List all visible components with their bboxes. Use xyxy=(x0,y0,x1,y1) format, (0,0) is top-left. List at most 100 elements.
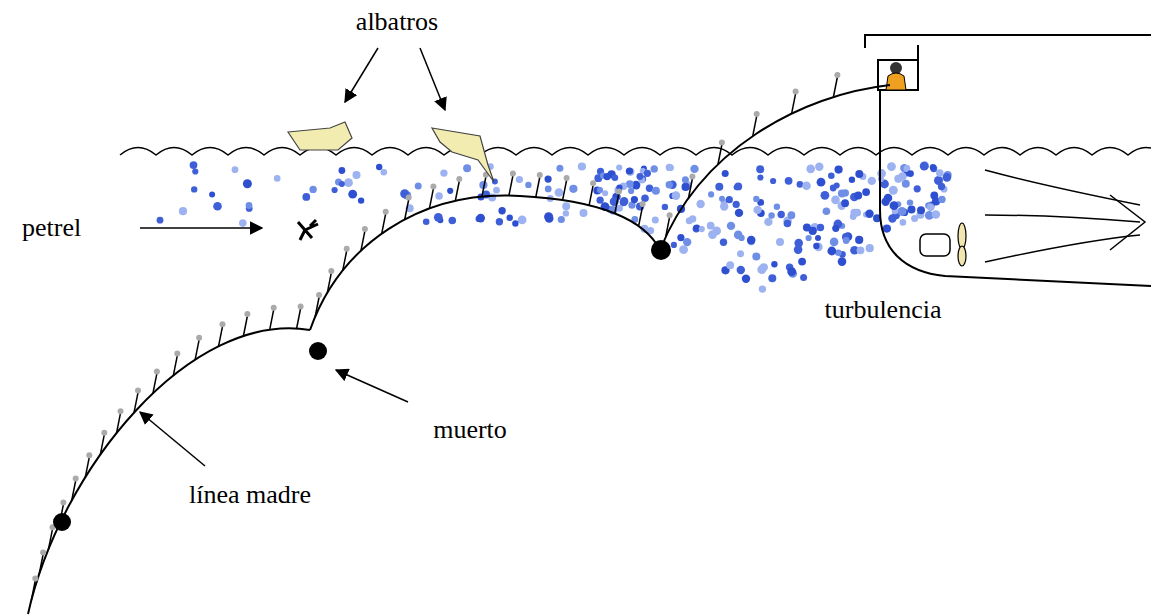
turbulence-dot xyxy=(239,219,247,227)
turbulence-dot xyxy=(770,178,776,184)
turbulence-dot xyxy=(498,207,505,214)
bait xyxy=(328,268,334,274)
turbulence-dot xyxy=(907,170,914,177)
bait xyxy=(316,292,322,298)
turbulence-dot xyxy=(644,170,651,177)
turbulence-dot xyxy=(719,196,725,202)
turbulence-dot xyxy=(192,168,198,174)
turbulence-dot xyxy=(798,258,806,266)
turbulence-dot xyxy=(555,188,564,197)
turbulence-dot xyxy=(889,186,898,195)
turbulence-dot xyxy=(813,243,819,249)
bait xyxy=(362,226,368,232)
turbulence-dot xyxy=(817,178,826,187)
turbulence-dot xyxy=(690,165,698,173)
branch-line xyxy=(100,435,104,455)
turbulence-dot xyxy=(881,198,889,206)
turbulence-dot xyxy=(689,215,696,222)
turbulence-dot xyxy=(785,177,793,185)
turbulence-dot xyxy=(841,199,849,207)
turbulence-dot xyxy=(900,219,907,226)
turbulence-dot xyxy=(708,191,714,197)
branch-line xyxy=(536,177,540,197)
branch-line xyxy=(315,297,319,317)
turbulence-dot xyxy=(626,167,633,174)
turbulence-dot xyxy=(854,191,862,199)
turbulence-dot xyxy=(652,217,659,224)
bait xyxy=(40,550,46,556)
turbulence-dot xyxy=(157,217,164,224)
turbulence-dot xyxy=(857,246,865,254)
turbulence-dot xyxy=(778,211,785,218)
bait xyxy=(101,430,107,436)
turbulence-dot xyxy=(855,236,863,244)
bait xyxy=(244,311,250,317)
turbulence-dot xyxy=(381,169,388,176)
turbulence-dot xyxy=(727,222,735,230)
turbulence-dot xyxy=(232,166,239,173)
turbulence-dot xyxy=(376,164,382,170)
turbulence-dot xyxy=(888,214,896,222)
turbulence-dot xyxy=(213,202,222,211)
turbulence-dot xyxy=(463,164,471,172)
turbulence-dot xyxy=(938,196,945,203)
turbulence-dot xyxy=(737,266,745,274)
turbulence-dot xyxy=(737,250,744,257)
turbulence-dot xyxy=(666,164,673,171)
turbulence-dot xyxy=(626,168,634,176)
turbulence-dot xyxy=(616,164,622,170)
turbulence-dot xyxy=(890,201,899,210)
turbulence-dot xyxy=(447,188,453,194)
line-label: línea madre xyxy=(189,482,311,508)
turbulence-dot xyxy=(562,202,570,210)
turbulence-dot xyxy=(735,209,743,217)
turbulence-dot xyxy=(496,218,503,225)
bait xyxy=(174,351,180,357)
turbulence-dot xyxy=(666,181,673,188)
turbulence-dot xyxy=(722,170,729,177)
turbulence-dot xyxy=(602,190,608,196)
turbulence-dot xyxy=(908,206,916,214)
bait xyxy=(271,305,277,311)
turbulence-dot xyxy=(832,225,839,232)
branch-line xyxy=(563,180,567,200)
turbulence-dot xyxy=(734,184,740,190)
turbulence-dot xyxy=(672,191,681,200)
bait xyxy=(383,209,389,215)
turbulence-dot xyxy=(699,226,705,232)
turbulence-dot xyxy=(597,197,604,204)
turbulence-dot xyxy=(726,196,733,203)
turbulence-dot xyxy=(545,186,552,193)
turbulence-dot xyxy=(671,242,677,248)
turbulence-dot xyxy=(339,167,346,174)
bait xyxy=(754,111,760,117)
turbulence-dot xyxy=(344,178,353,187)
branch-line xyxy=(327,273,331,293)
branch-line xyxy=(639,206,643,226)
turbulence-dot xyxy=(815,163,823,171)
turbulence-dot xyxy=(556,165,563,172)
turbulence-dot xyxy=(932,210,940,218)
turbulence-dot xyxy=(348,190,357,199)
branch-line xyxy=(666,217,670,237)
branch-line xyxy=(85,457,89,477)
turbulence-dot xyxy=(817,224,824,231)
bait xyxy=(196,335,202,341)
turbulence-dot xyxy=(787,267,796,276)
branch-line xyxy=(405,200,409,220)
branch-line xyxy=(173,356,177,376)
turbulence-dot xyxy=(715,183,723,191)
turbulence-dot xyxy=(917,206,925,214)
turbulence-dot xyxy=(449,217,457,225)
branch-line xyxy=(361,231,365,251)
turbulence-dot xyxy=(862,188,870,196)
bait xyxy=(719,140,725,146)
branch-line xyxy=(509,176,513,196)
sea-surface xyxy=(120,148,1151,156)
branch-line xyxy=(243,316,247,336)
bait xyxy=(135,388,141,394)
bait xyxy=(32,575,38,581)
turbulence-dot xyxy=(814,243,823,252)
turbulence-dot xyxy=(641,195,649,203)
turbulence-dot xyxy=(784,220,792,228)
